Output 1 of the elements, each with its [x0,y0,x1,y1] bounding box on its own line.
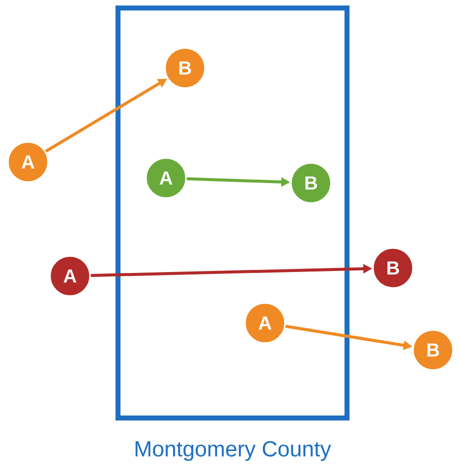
node-label: Montgomery County [136,441,332,461]
